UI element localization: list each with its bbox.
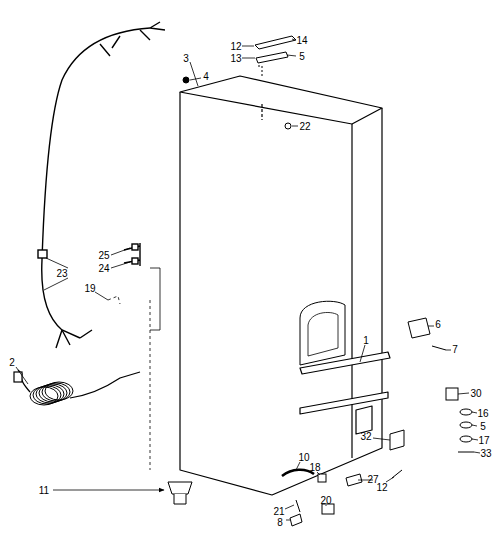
cabinet-outline [351, 124, 352, 458]
power-cord [14, 370, 140, 405]
callout-number: 5 [480, 421, 486, 432]
callout-number: 23 [56, 268, 67, 279]
leader-lines [296, 438, 394, 482]
callout-number: 19 [84, 283, 95, 294]
wiring-harness [132, 244, 138, 250]
cord-coil [42, 383, 70, 401]
callout-number: 32 [360, 431, 371, 442]
callout-number: 12 [376, 482, 387, 493]
callout-number: 6 [435, 319, 441, 330]
callout-number: 8 [277, 517, 283, 528]
callout-number: 1 [363, 335, 369, 346]
callout-number: 21 [273, 506, 284, 517]
cord-coil [45, 382, 73, 400]
leader-lines [190, 62, 298, 126]
leader-lines [16, 39, 480, 520]
callout-number: 11 [39, 485, 49, 496]
wiring-harness [38, 250, 47, 258]
callout-number: 13 [230, 53, 241, 64]
callout-number: 20 [320, 495, 331, 506]
cabinet-outline [308, 312, 338, 356]
cabinet-outline [356, 406, 372, 434]
hinge-parts [258, 66, 262, 76]
callout-number: 16 [477, 408, 488, 419]
cabinet-outline [300, 352, 390, 374]
wiring-harness [132, 258, 138, 264]
small-parts [174, 494, 186, 504]
cabinet-outline [180, 92, 382, 495]
small-parts [168, 318, 474, 526]
leader-lines [285, 505, 326, 520]
wiring-harness [56, 330, 92, 348]
cabinet-outline [261, 104, 262, 120]
wiring-harness [42, 28, 150, 338]
hinge-parts [285, 123, 291, 129]
callout-number: 22 [299, 121, 310, 132]
callout-number: 3 [183, 53, 189, 64]
small-parts [460, 409, 472, 415]
wiring-harness [38, 22, 165, 470]
hinge-parts [255, 36, 296, 49]
small-parts [392, 470, 402, 478]
callout-number: 12 [230, 41, 241, 52]
wiring-harness [100, 22, 165, 56]
small-parts [446, 388, 458, 400]
small-parts [460, 422, 472, 428]
cabinet-outline [180, 76, 390, 495]
small-parts [168, 482, 192, 494]
callout-number: 18 [309, 462, 320, 473]
callout-number: 5 [299, 51, 305, 62]
wiring-harness [150, 268, 160, 330]
callout-number: 30 [470, 388, 481, 399]
small-parts [282, 470, 314, 476]
small-parts [432, 346, 446, 350]
callout-number: 7 [452, 344, 458, 355]
cabinet-outline [180, 76, 382, 124]
small-parts [460, 436, 472, 442]
callout-number: 24 [98, 263, 109, 274]
small-parts [290, 514, 302, 526]
wiring-harness [108, 296, 150, 470]
leader-lines [242, 39, 296, 58]
hinge-parts [183, 77, 189, 83]
callout-number: 4 [203, 71, 209, 82]
leader-lines [53, 490, 164, 491]
small-parts [296, 500, 300, 512]
small-parts [408, 318, 430, 338]
wiring-harness [124, 243, 140, 266]
leader-lines [16, 345, 365, 384]
hinge-parts [183, 36, 296, 129]
cabinet-outline [300, 392, 388, 414]
small-parts [322, 504, 334, 514]
callout-number: 33 [480, 448, 491, 459]
callout-number: 17 [478, 435, 489, 446]
callout-number: 14 [296, 35, 307, 46]
leader-lines [428, 326, 469, 394]
callout-number: 2 [9, 357, 15, 368]
hinge-parts [256, 52, 288, 63]
callout-number: 10 [298, 452, 309, 463]
power-cord [70, 372, 140, 398]
small-parts [318, 474, 326, 482]
leader-lines [44, 248, 130, 300]
small-parts [390, 430, 474, 452]
cabinet-outline [300, 301, 345, 365]
callout-number: 25 [98, 250, 109, 261]
